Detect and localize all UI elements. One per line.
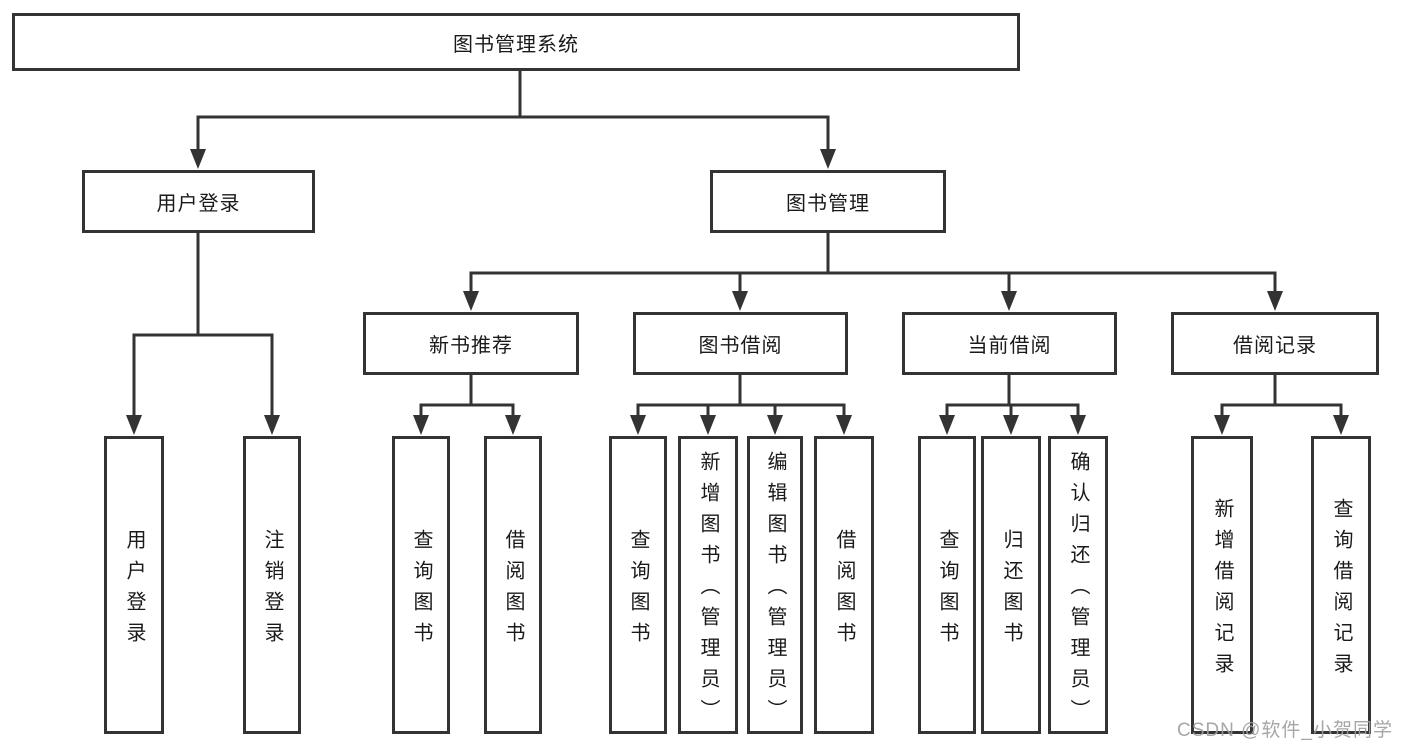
- arrow-down-icon: [732, 291, 748, 311]
- leaf-confirm-return-admin: 确认归还（管理员）: [1048, 436, 1108, 734]
- node-book-borrowing: 图书借阅: [633, 312, 848, 375]
- leaf-edit-book-admin: 编辑图书（管理员）: [747, 436, 803, 734]
- node-library-system-root: 图书管理系统: [12, 13, 1020, 71]
- arrow-down-icon: [767, 415, 783, 435]
- arrow-down-icon: [1070, 415, 1086, 435]
- arrow-down-icon: [126, 415, 142, 435]
- arrowheads: [126, 149, 1349, 435]
- node-borrowing-records: 借阅记录: [1171, 312, 1379, 375]
- arrow-down-icon: [630, 415, 646, 435]
- arrow-down-icon: [836, 415, 852, 435]
- arrow-down-icon: [1003, 415, 1019, 435]
- arrow-down-icon: [820, 149, 836, 169]
- arrow-down-icon: [1214, 415, 1230, 435]
- arrow-down-icon: [1267, 291, 1283, 311]
- arrow-down-icon: [190, 149, 206, 169]
- leaf-borrow-books: 借阅图书: [814, 436, 874, 734]
- leaf-label: 查询图书: [627, 528, 649, 653]
- leaf-label: 借阅图书: [502, 528, 524, 653]
- leaf-label: 借阅图书: [833, 528, 855, 653]
- leaf-logout: 注销登录: [243, 436, 301, 734]
- leaf-label: 编辑图书（管理员）: [764, 451, 786, 730]
- arrow-down-icon: [1001, 291, 1017, 311]
- leaf-add-book-admin: 新增图书（管理员）: [678, 436, 738, 734]
- leaf-label: 用户登录: [123, 528, 145, 653]
- node-current-borrowing: 当前借阅: [902, 312, 1117, 375]
- leaf-add-borrow-record: 新增借阅记录: [1191, 436, 1253, 734]
- arrow-down-icon: [939, 415, 955, 435]
- leaf-label: 注销登录: [261, 528, 283, 653]
- node-new-book-recommend: 新书推荐: [363, 312, 579, 375]
- arrow-down-icon: [505, 415, 521, 435]
- leaf-label: 新增借阅记录: [1211, 497, 1233, 684]
- leaf-label: 新增图书（管理员）: [697, 451, 719, 730]
- arrow-down-icon: [264, 415, 280, 435]
- arrow-down-icon: [413, 415, 429, 435]
- leaf-query-books-current: 查询图书: [918, 436, 976, 734]
- leaf-label: 查询图书: [936, 528, 958, 653]
- leaf-query-books-recommend: 查询图书: [392, 436, 450, 734]
- leaf-query-borrow-record: 查询借阅记录: [1311, 436, 1371, 734]
- leaf-borrow-books-recommend: 借阅图书: [484, 436, 542, 734]
- csdn-watermark: CSDN @软件_小贺同学: [1177, 720, 1393, 741]
- leaf-label: 查询图书: [410, 528, 432, 653]
- leaf-label: 归还图书: [1000, 528, 1022, 653]
- arrow-down-icon: [700, 415, 716, 435]
- arrow-down-icon: [1333, 415, 1349, 435]
- arrow-down-icon: [463, 291, 479, 311]
- node-user-login: 用户登录: [82, 170, 315, 233]
- tree-connectors: [132, 70, 1343, 418]
- leaf-label: 查询借阅记录: [1330, 497, 1352, 684]
- leaf-query-books-borrowing: 查询图书: [609, 436, 667, 734]
- node-book-management: 图书管理: [710, 170, 946, 233]
- leaf-label: 确认归还（管理员）: [1067, 451, 1089, 730]
- leaf-user-login: 用户登录: [104, 436, 164, 734]
- leaf-return-books: 归还图书: [981, 436, 1041, 734]
